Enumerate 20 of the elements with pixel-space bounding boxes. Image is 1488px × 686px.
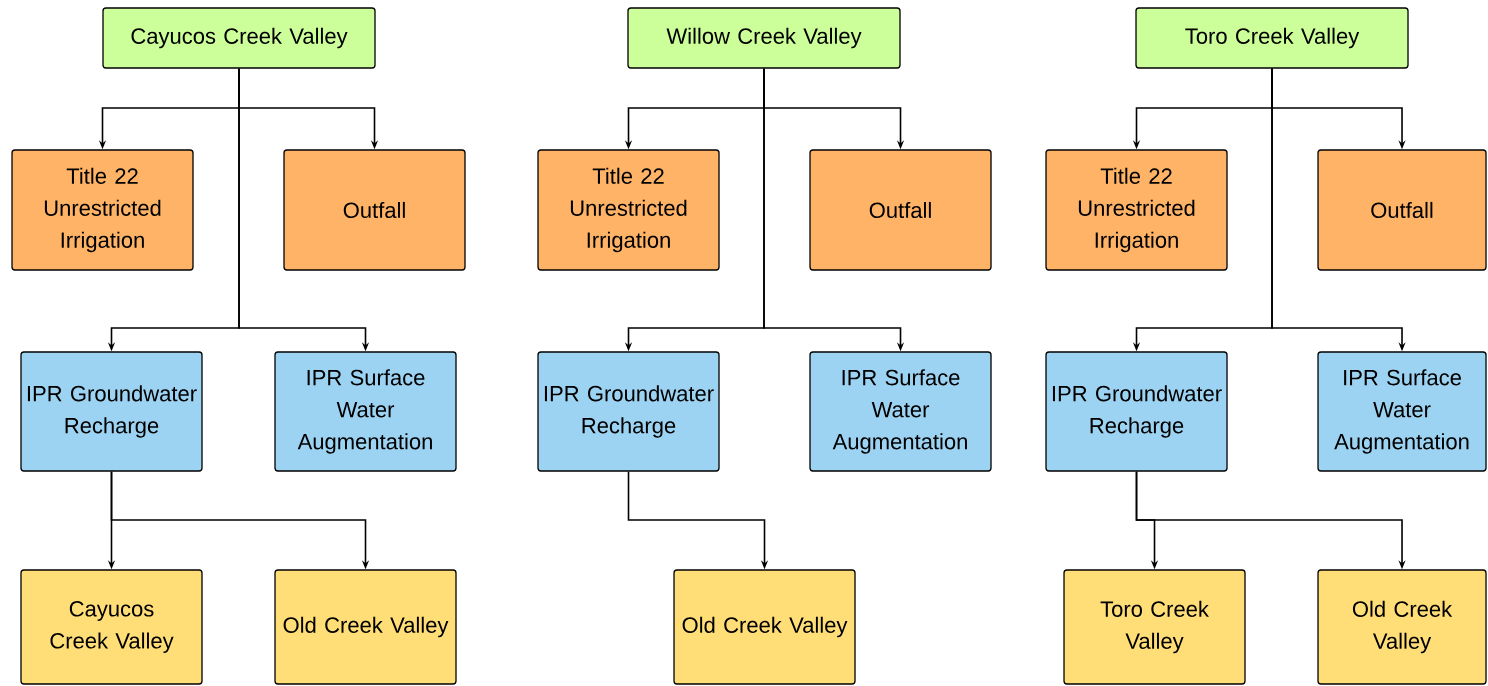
option-box: Outfall: [283, 149, 466, 271]
option-box: IPR Groundwater Recharge: [20, 351, 203, 472]
option-box: IPR Surface Water Augmentation: [274, 351, 457, 472]
option-box: Title 22 Unrestricted Irrigation: [1045, 149, 1228, 271]
option-box: IPR Surface Water Augmentation: [809, 351, 992, 472]
option-box: Title 22 Unrestricted Irrigation: [537, 149, 720, 271]
option-box: IPR Surface Water Augmentation: [1317, 351, 1487, 472]
destination-box: Cayucos Creek Valley: [20, 569, 203, 685]
destination-box: Old Creek Valley: [274, 569, 457, 685]
option-box: Title 22 Unrestricted Irrigation: [11, 149, 194, 271]
source-box: Toro Creek Valley: [1135, 7, 1409, 69]
option-box: IPR Groundwater Recharge: [537, 351, 720, 472]
source-box: Cayucos Creek Valley: [102, 7, 376, 69]
source-box: Willow Creek Valley: [627, 7, 901, 69]
destination-box: Old Creek Valley: [673, 569, 856, 685]
destination-box: Toro Creek Valley: [1063, 569, 1246, 685]
option-box: Outfall: [1317, 149, 1487, 271]
option-box: Outfall: [809, 149, 992, 271]
destination-box: Old Creek Valley: [1317, 569, 1487, 685]
option-box: IPR Groundwater Recharge: [1045, 351, 1228, 472]
